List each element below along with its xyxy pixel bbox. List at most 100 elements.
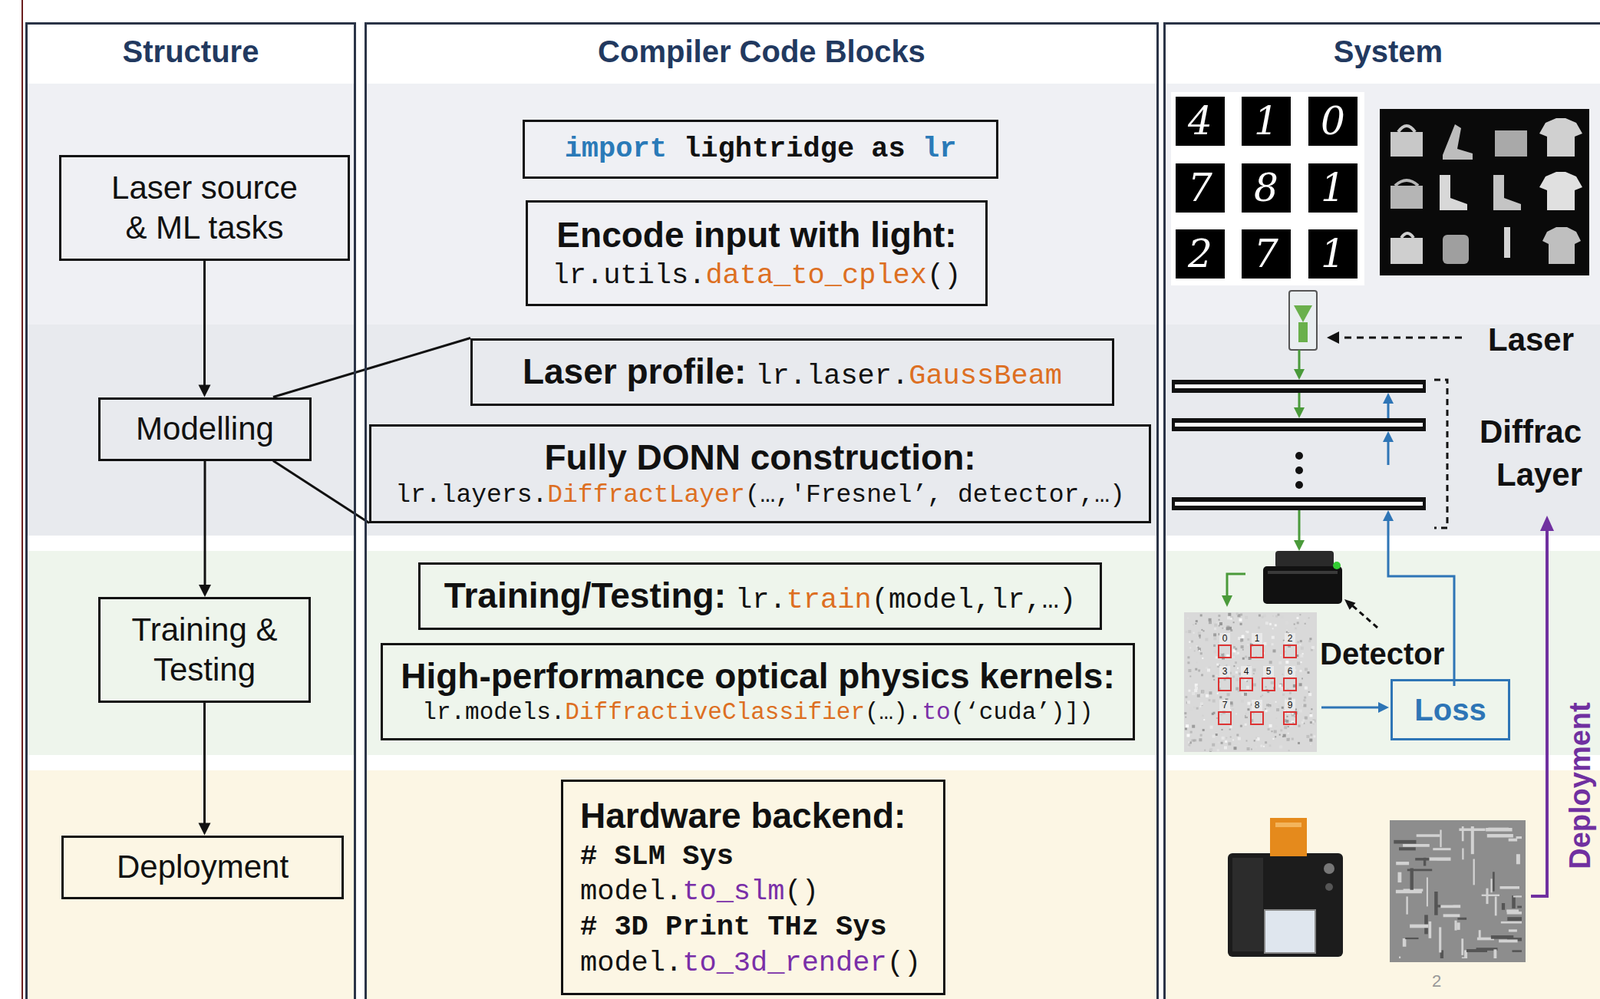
detector-plane xyxy=(1184,612,1317,753)
detector-plane xyxy=(1253,712,1255,715)
detector-plane xyxy=(1273,730,1277,734)
row-band xyxy=(364,83,1159,325)
detector-plane xyxy=(1296,616,1300,620)
block-heading: Hardware backend: xyxy=(580,794,906,839)
detector-plane xyxy=(1304,623,1307,625)
detector-plane xyxy=(1190,735,1192,738)
fashion-samples xyxy=(1395,180,1419,186)
printed-layer xyxy=(1461,957,1465,960)
slm-device xyxy=(1325,883,1333,891)
text-group: Modelling xyxy=(135,409,274,450)
detector-plane xyxy=(1227,613,1231,617)
printed-layer xyxy=(1516,836,1522,839)
detector-plane xyxy=(1190,731,1193,734)
code-token: to_3d_render xyxy=(682,946,887,980)
detector-plane xyxy=(1296,640,1300,644)
slm-device xyxy=(1227,818,1343,957)
detector-plane xyxy=(1312,720,1315,723)
detector-plane xyxy=(1220,653,1222,655)
detector-plane xyxy=(1282,693,1285,697)
block-heading: High-performance optical physics kernels… xyxy=(400,654,1116,700)
detector-plane xyxy=(1235,671,1238,674)
printed-layer xyxy=(1507,911,1522,915)
detector-plane xyxy=(1193,705,1196,709)
mnist-samples xyxy=(1308,96,1358,146)
detector-plane xyxy=(1184,712,1187,715)
detector-plane xyxy=(1300,646,1304,650)
detector-plane xyxy=(1255,746,1257,749)
detector-plane xyxy=(1272,615,1274,617)
detector-plane xyxy=(1196,662,1198,664)
detector-plane xyxy=(1300,661,1303,664)
detector-plane xyxy=(1198,738,1202,742)
detector-plane xyxy=(1217,742,1220,744)
detector-plane xyxy=(1203,719,1205,721)
detector-plane xyxy=(1187,630,1191,634)
detector-plane xyxy=(1250,712,1264,725)
detector-plane xyxy=(1235,678,1239,682)
printed-layer xyxy=(1393,826,1522,959)
fashion-samples xyxy=(1390,237,1423,264)
printed-layer xyxy=(1398,956,1401,960)
detector-plane xyxy=(1209,691,1213,695)
detector-plane xyxy=(1244,616,1248,620)
detector-plane xyxy=(1241,656,1245,660)
detector-plane xyxy=(1227,742,1231,746)
detector-plane xyxy=(1269,744,1272,747)
detector-plane xyxy=(1188,641,1191,644)
detector-plane xyxy=(1187,617,1189,620)
laser-source xyxy=(1289,290,1317,350)
detector-plane xyxy=(1309,733,1313,736)
detector-plane xyxy=(1274,623,1277,627)
block-heading: Fully DONN construction: xyxy=(544,435,976,481)
mnist-samples xyxy=(1171,92,1365,286)
connector xyxy=(198,702,212,836)
connector xyxy=(273,338,471,398)
detector-plane xyxy=(1200,614,1203,617)
detector-plane xyxy=(1309,721,1313,724)
code-token: data_to_cplex xyxy=(705,259,928,292)
detector-plane xyxy=(1273,649,1277,653)
fashion-samples xyxy=(1379,108,1590,276)
detector-plane xyxy=(1281,673,1284,676)
detector-plane xyxy=(1187,689,1191,693)
detector-plane xyxy=(1202,729,1205,732)
row-band xyxy=(1163,550,1600,756)
deployment-label: Deployment xyxy=(1563,702,1599,869)
text-group: Training/Testing:lr.train(model,lr,…) xyxy=(444,574,1076,619)
detector-plane xyxy=(1253,672,1255,675)
detector-plane xyxy=(1229,729,1231,731)
detector-plane xyxy=(1230,736,1232,739)
detector-plane xyxy=(1278,704,1281,707)
printed-layer xyxy=(1501,921,1522,924)
class-number: 6 xyxy=(1284,666,1296,677)
detector-plane xyxy=(1275,725,1277,728)
printed-layer xyxy=(1461,826,1465,842)
row-band xyxy=(25,83,1600,999)
detector-plane xyxy=(1223,720,1227,724)
detector-plane xyxy=(1264,708,1267,710)
detector-plane xyxy=(1237,652,1240,655)
detector-plane xyxy=(1211,743,1215,747)
detector-plane xyxy=(1285,621,1289,625)
detector-plane xyxy=(1227,692,1231,697)
detector-plane xyxy=(1257,626,1261,630)
detector-plane xyxy=(1250,645,1264,658)
detector-plane xyxy=(1187,669,1191,673)
detector-plane xyxy=(1286,629,1288,631)
detector-plane xyxy=(1236,722,1239,726)
detector-plane xyxy=(1262,678,1275,691)
mnist-samples xyxy=(1241,96,1291,146)
code-line: model.to_slm() xyxy=(580,874,819,910)
detector-plane xyxy=(1283,645,1297,658)
detector-plane xyxy=(1219,622,1223,626)
printed-layer xyxy=(1416,834,1441,838)
code-line: import lightridge as lr xyxy=(564,131,957,167)
detector-plane xyxy=(1189,646,1191,649)
detector-plane xyxy=(1306,735,1310,739)
detector-plane xyxy=(1291,738,1294,741)
detector-plane xyxy=(1230,701,1234,705)
detector-plane xyxy=(1214,627,1217,631)
detector-plane xyxy=(1307,671,1310,674)
detector-plane xyxy=(1293,626,1297,631)
